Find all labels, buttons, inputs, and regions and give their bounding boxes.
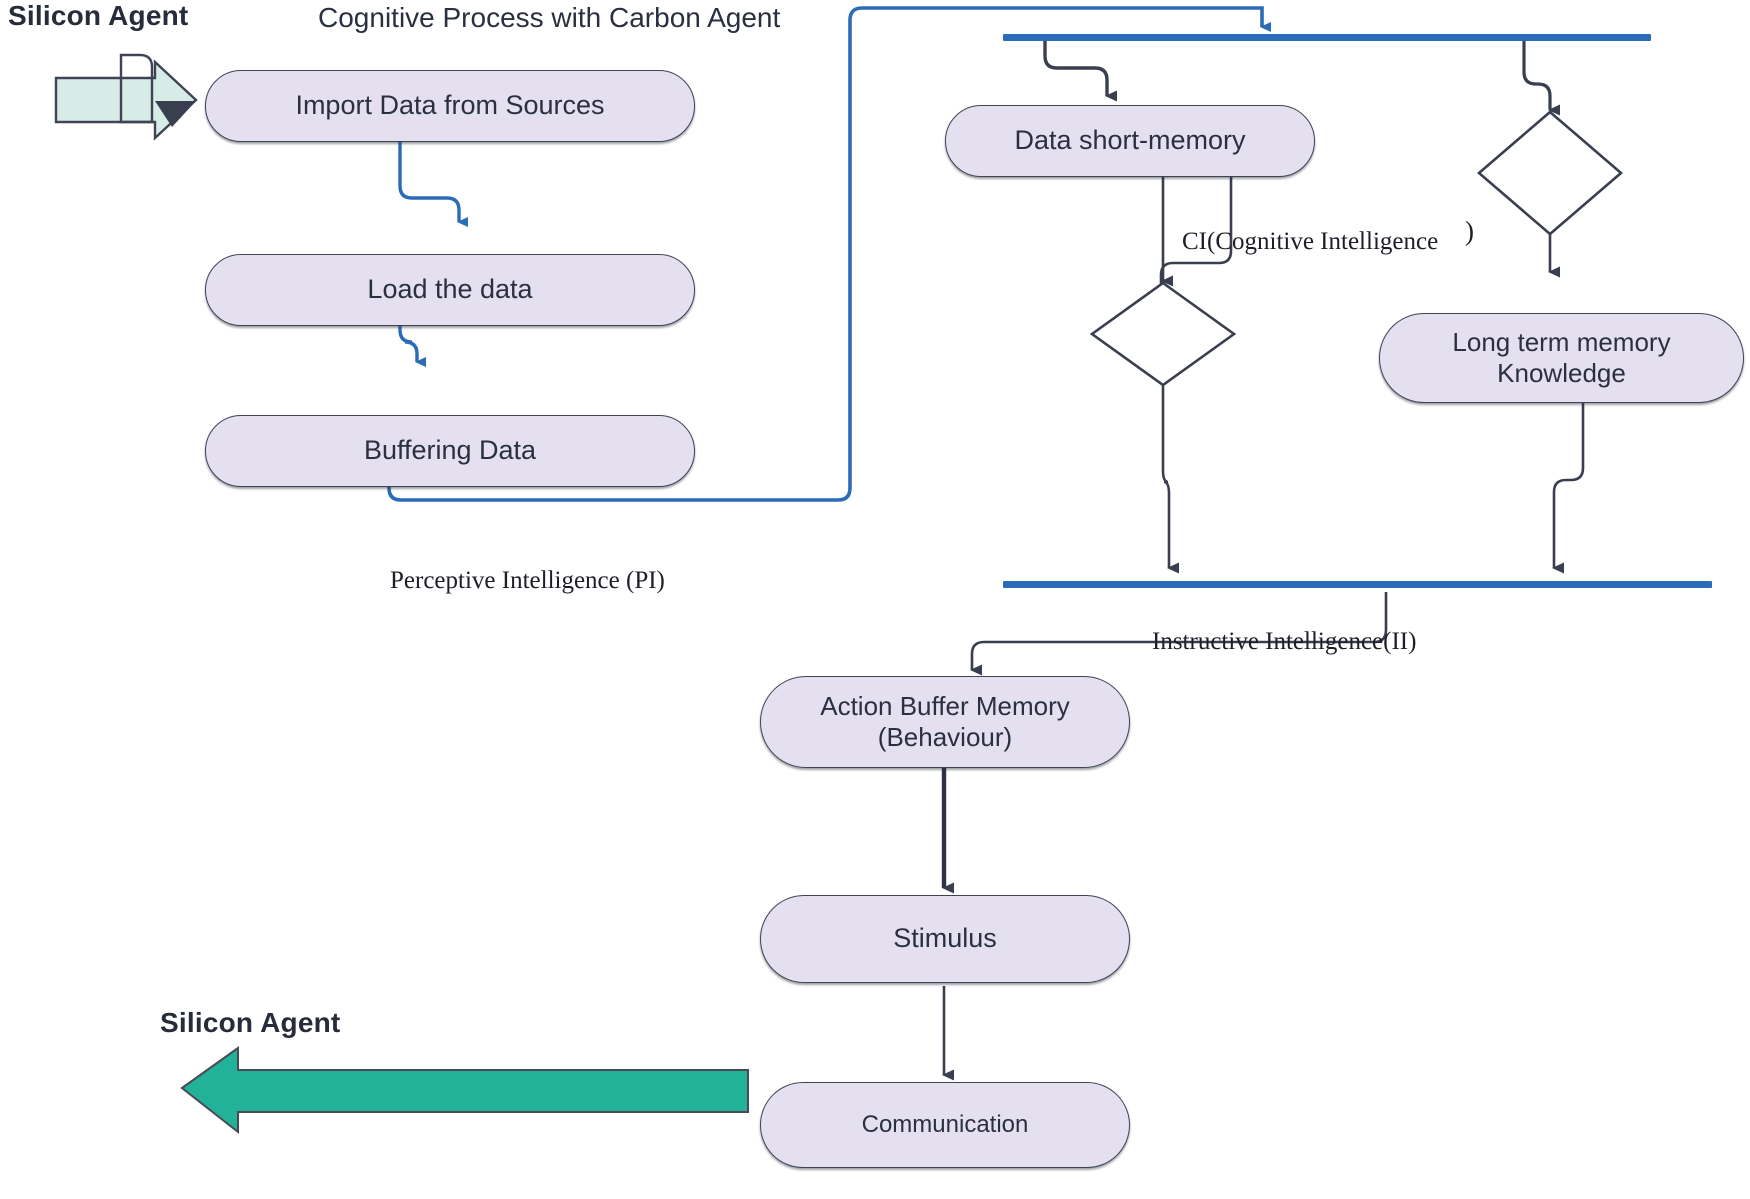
node-label-line1: Action Buffer Memory — [820, 691, 1070, 722]
node-label: Load the data — [367, 274, 533, 305]
node-buffering-data[interactable]: Buffering Data — [205, 415, 695, 487]
label-silicon-agent-bottom: Silicon Agent — [160, 1007, 341, 1038]
node-data-short-memory[interactable]: Data short-memory — [945, 105, 1315, 177]
input-arrow-icon — [54, 53, 198, 141]
node-label: Communication — [861, 1110, 1029, 1138]
node-communication[interactable]: Communication — [760, 1082, 1130, 1168]
output-arrow-icon — [180, 1046, 749, 1135]
decision-diamond-left — [1089, 281, 1237, 387]
node-label-line2: Knowledge — [1497, 358, 1626, 388]
label-silicon-agent-top: Silicon Agent — [8, 0, 189, 31]
node-import-data[interactable]: Import Data from Sources — [205, 70, 695, 142]
edge-label-perceptive-intelligence: Perceptive Intelligence (PI) — [390, 567, 665, 594]
edge-label-instructive-intelligence: Instructive Intelligence(II) — [1152, 628, 1417, 655]
node-label-line2: (Behaviour) — [877, 722, 1013, 752]
diagram-title: Cognitive Process with Carbon Agent — [318, 2, 781, 33]
fork-bar-top — [1003, 34, 1651, 41]
decision-diamond-right — [1477, 110, 1623, 236]
node-action-buffer-memory[interactable]: Action Buffer Memory (Behaviour) — [760, 676, 1130, 768]
edge-label-cognitive-intelligence: CI(Cognitive Intelligence — [1182, 228, 1439, 255]
node-long-term-memory[interactable]: Long term memory Knowledge — [1379, 313, 1744, 403]
node-label-line1: Long term memory — [1452, 327, 1671, 358]
node-label: Data short-memory — [1014, 125, 1246, 156]
node-label: Stimulus — [893, 923, 997, 954]
edge-label-cognitive-intelligence-paren: ) — [1465, 216, 1474, 246]
node-label: Buffering Data — [363, 435, 537, 466]
node-label: Import Data from Sources — [295, 90, 605, 121]
node-stimulus[interactable]: Stimulus — [760, 895, 1130, 983]
join-bar-bottom — [1003, 581, 1712, 588]
node-load-data[interactable]: Load the data — [205, 254, 695, 326]
